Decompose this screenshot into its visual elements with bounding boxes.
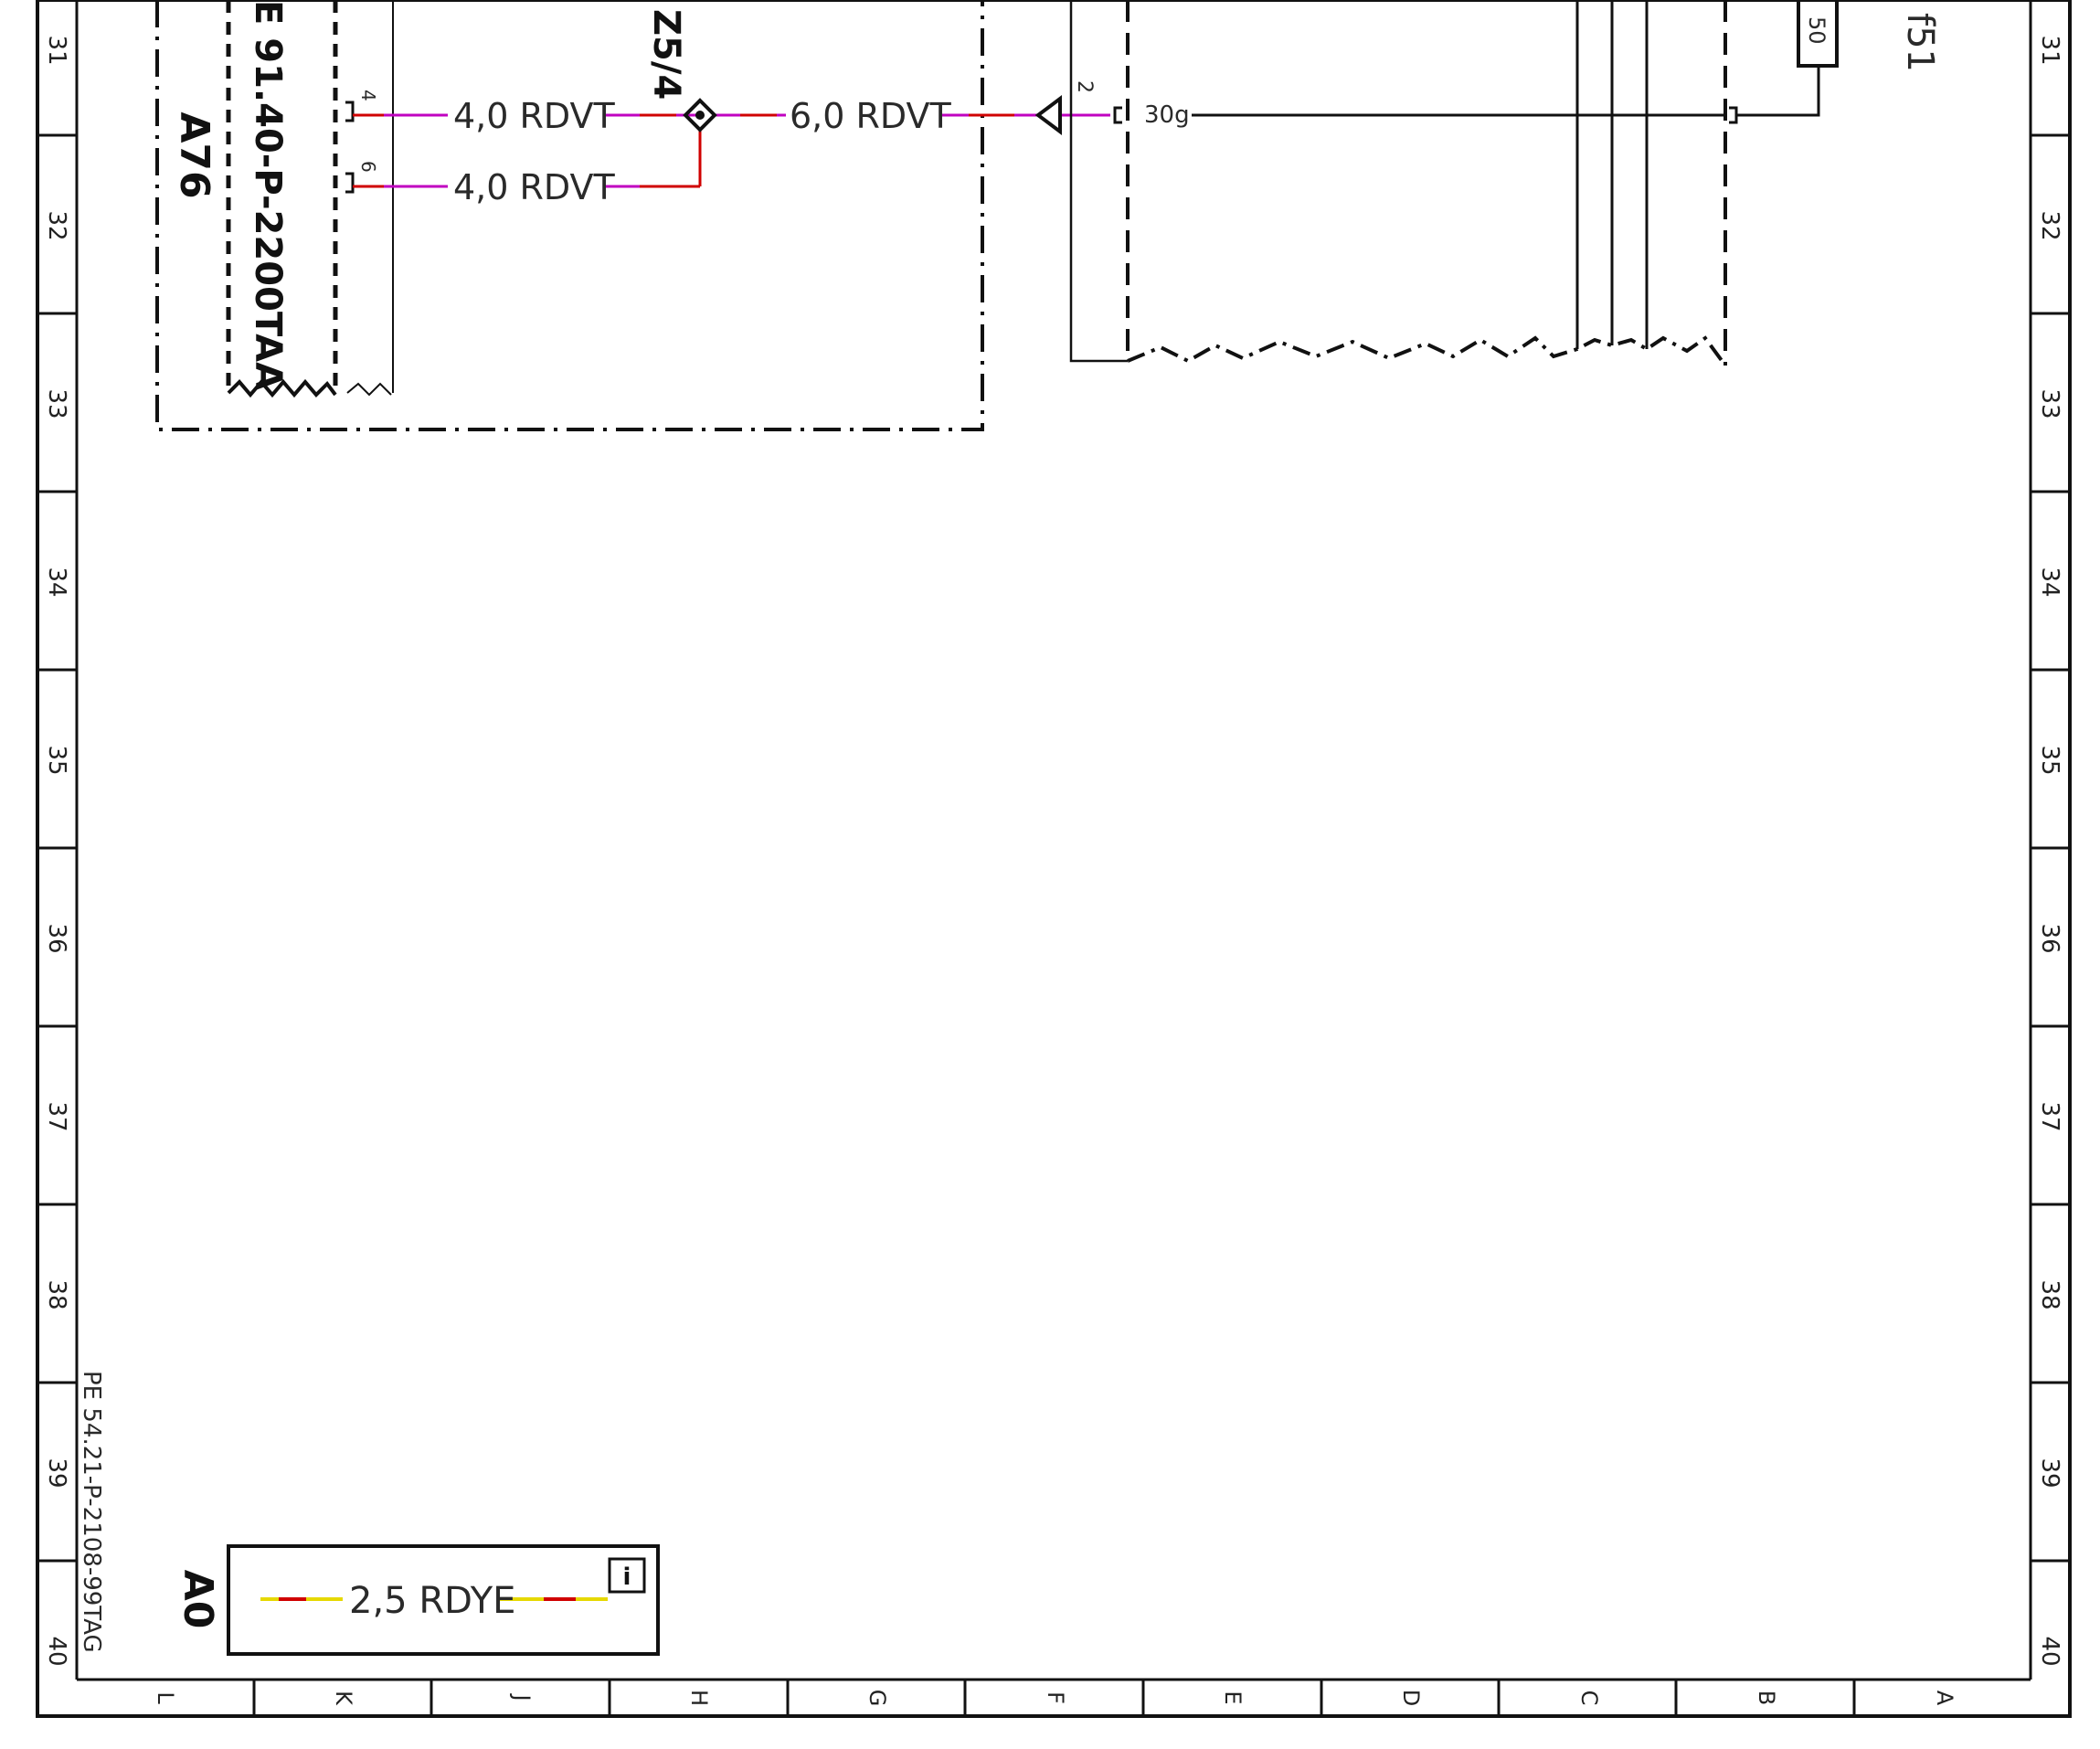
svg-text:i: i (623, 1564, 631, 1591)
wire-segments (353, 113, 1110, 188)
column-letter: G (864, 1690, 890, 1707)
column-letter: H (686, 1690, 712, 1706)
row-number-right: 37 (2036, 1101, 2063, 1131)
document-id: PE 54.21-P-2108-99TAG (78, 1371, 105, 1653)
row-number-left: 32 (43, 210, 70, 240)
column-letter: B (1754, 1691, 1779, 1705)
a0-box (227, 1544, 660, 1656)
a76-pins (345, 101, 355, 194)
row-number-left: 36 (43, 923, 70, 953)
row-number-right: 34 (2036, 567, 2063, 597)
row-number-right: 39 (2036, 1458, 2063, 1488)
connector-pin-2: 2 (1073, 80, 1096, 93)
row-number-right: 35 (2036, 745, 2063, 775)
row-number-left: 40 (43, 1636, 70, 1666)
column-letter: E (1220, 1691, 1246, 1704)
info-icon[interactable]: i (623, 1564, 631, 1591)
wire-label-3: 6,0 RDVT (790, 96, 952, 136)
column-letter: F (1043, 1691, 1068, 1704)
a76-module (155, 0, 984, 431)
row-number-left: 35 (43, 745, 70, 775)
wire-label-1: 4,0 RDVT (453, 96, 616, 136)
fuse-value: 50 (1804, 16, 1830, 45)
column-letter: J (509, 1692, 535, 1701)
f51-designation: f51 (1899, 13, 1941, 72)
a76-reference: E 91.40-P-2200TAA (247, 0, 289, 390)
terminal-30g: 30g (1144, 101, 1190, 129)
row-number-right: 38 (2036, 1279, 2063, 1309)
column-letter: D (1398, 1690, 1424, 1706)
column-letter: K (331, 1691, 356, 1706)
a0-designation: A0 (175, 1570, 221, 1629)
column-letter: L (153, 1691, 178, 1704)
a76-pin-6: 6 (357, 161, 379, 173)
row-number-right: 32 (2036, 210, 2063, 240)
connector-arrow-icon (1034, 95, 1062, 135)
a0-wire-label: 2,5 RDYE (349, 1580, 515, 1622)
row-numbers-right: 31 32 33 34 35 36 37 38 39 40 (2036, 35, 2063, 1666)
row-number-left: 38 (43, 1279, 70, 1309)
column-letters: L K J H G F E D C B A (153, 1690, 1957, 1707)
a76-designation: A76 (171, 111, 217, 198)
row-number-right: 33 (2036, 388, 2063, 419)
row-number-left: 34 (43, 567, 70, 597)
drawing-frame (36, 0, 2072, 1718)
wire-label-2: 4,0 RDVT (453, 167, 616, 207)
row-number-left: 33 (43, 388, 70, 419)
row-number-right: 31 (2036, 35, 2063, 65)
row-number-left: 31 (43, 35, 70, 65)
z5-4-designation: Z5/4 (645, 9, 687, 100)
row-numbers-left: 31 32 33 34 35 36 37 38 39 40 (43, 35, 70, 1666)
row-number-left: 37 (43, 1101, 70, 1131)
splice-z5-4 (683, 98, 717, 132)
fuse-block (1069, 0, 1839, 367)
row-number-right: 36 (2036, 923, 2063, 953)
column-letter: C (1576, 1691, 1602, 1706)
a76-pin-4: 4 (357, 90, 379, 101)
row-number-left: 39 (43, 1458, 70, 1488)
column-letter: A (1932, 1691, 1957, 1706)
row-number-right: 40 (2036, 1636, 2063, 1666)
